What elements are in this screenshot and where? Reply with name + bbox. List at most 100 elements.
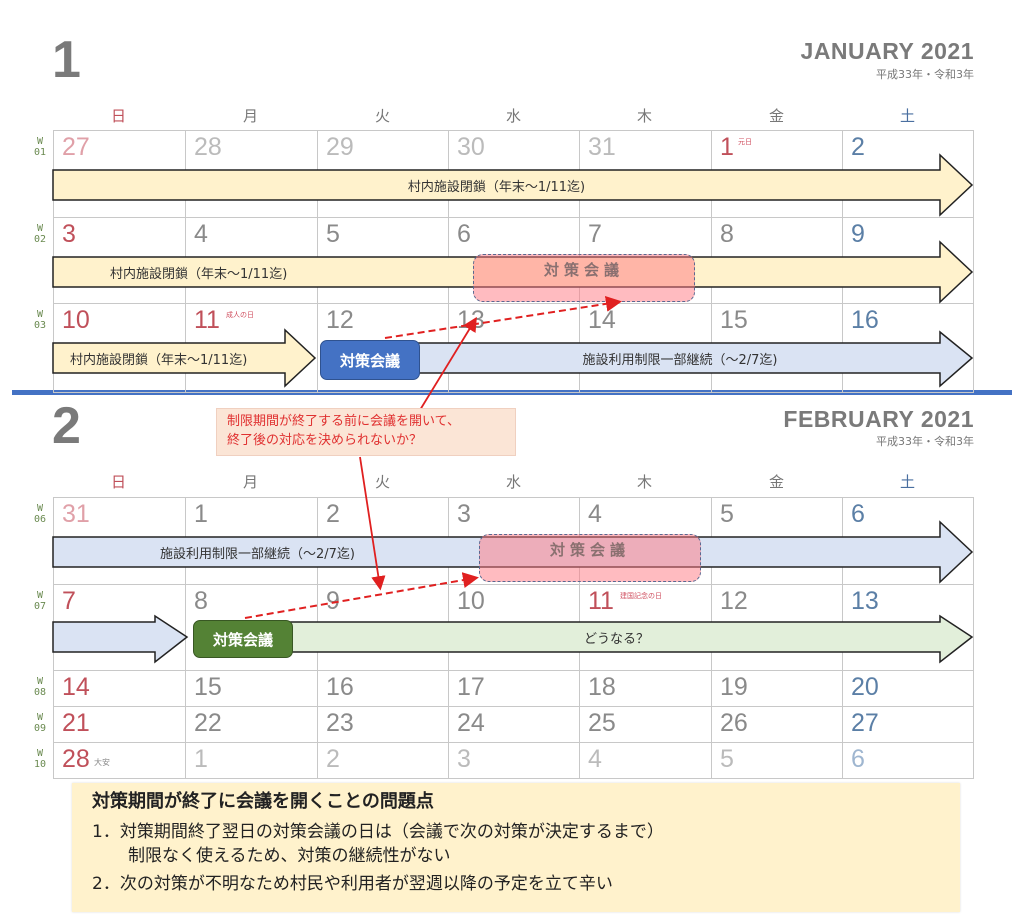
day-number: 2 [326, 500, 340, 528]
restriction-label-w03: 施設利用制限一部継続（～2/7迄) [582, 353, 778, 368]
day-number: 16 [851, 306, 879, 334]
next-arrow-w07 [279, 614, 974, 664]
day-number: 5 [720, 745, 734, 773]
week-prefix: W [36, 136, 44, 147]
day-number: 7 [588, 220, 602, 248]
closure-arrow-w01 [52, 153, 974, 217]
weekday-header: 金 [768, 107, 784, 125]
day-number: 18 [588, 673, 616, 701]
problem-note: 対策期間が終了に会議を開くことの問題点 1．対策期間終了翌日の対策会議の日は（会… [72, 783, 960, 912]
day-number: 8 [720, 220, 734, 248]
holiday-label: 元日 [738, 138, 752, 146]
day-cell: 12 [317, 303, 449, 392]
month-number-february: 2 [52, 397, 81, 455]
day-number: 26 [720, 709, 748, 737]
weekday-header: 火 [374, 473, 390, 491]
callout-pointer-down [359, 456, 386, 591]
day-number: 9 [326, 587, 340, 615]
day-cell: 3 [448, 742, 580, 778]
era-february: 平成33年・令和3年 [876, 435, 974, 448]
day-number: 11 [194, 306, 220, 334]
week-value: 02 [33, 234, 47, 245]
day-cell: 23 [317, 706, 449, 742]
day-cell: 27 [842, 706, 974, 742]
week-prefix: W [36, 223, 44, 234]
callout-line-1: 制限期間が終了する前に会議を開いて、 [227, 414, 460, 429]
day-number: 28 [194, 133, 222, 161]
day-cell: 1 [185, 742, 318, 778]
day-number: 23 [326, 709, 354, 737]
day-number: 6 [851, 500, 865, 528]
day-cell: 22 [185, 706, 318, 742]
weekday-header: 水 [505, 473, 521, 491]
day-cell: 21 [53, 706, 186, 742]
day-number: 4 [588, 500, 602, 528]
day-number: 25 [588, 709, 616, 737]
day-number: 24 [457, 709, 485, 737]
move-arrow-january [384, 295, 622, 339]
week-value: 08 [33, 687, 47, 698]
day-cell: 25 [579, 706, 712, 742]
day-cell: 19 [711, 670, 843, 706]
day-cell: 5 [711, 742, 843, 778]
day-number: 12 [720, 587, 748, 615]
day-number: 2 [851, 133, 865, 161]
day-number: 15 [720, 306, 748, 334]
day-cell: 14 [53, 670, 186, 706]
weekday-header: 日 [110, 107, 126, 125]
day-cell: 20 [842, 670, 974, 706]
week-value: 10 [33, 759, 47, 770]
day-number: 27 [62, 133, 90, 161]
weekday-header: 月 [242, 107, 258, 125]
day-number: 31 [62, 500, 90, 528]
day-cell: 29 [317, 130, 449, 217]
weekday-header: 水 [505, 107, 521, 125]
closure-label-w03: 村内施設閉鎖（年末～1/11迄) [70, 353, 248, 368]
era-january: 平成33年・令和3年 [876, 68, 974, 81]
day-cell: 13 [842, 584, 974, 670]
day-number: 8 [194, 587, 208, 615]
day-number: 22 [194, 709, 222, 737]
callout-line-2: 終了後の対応を決められないか？ [227, 433, 423, 448]
day-number: 7 [62, 587, 76, 615]
holiday-label: 建国記念の日 [620, 592, 662, 600]
callout-pointer-up [419, 316, 477, 411]
day-number: 11 [588, 587, 614, 615]
day-number: 13 [851, 587, 879, 615]
day-number: 9 [851, 220, 865, 248]
week-value: 06 [33, 514, 47, 525]
day-number: 28 [62, 745, 90, 773]
closure-arrow-w03 [52, 328, 317, 388]
restriction-label-w06: 施設利用制限一部継続（～2/7迄) [160, 547, 355, 562]
day-number: 19 [720, 673, 748, 701]
day-cell: 2 [317, 742, 449, 778]
note-item-1-line-1: 1．対策期間終了翌日の対策会議の日は（会議で次の対策が決定するまで） [92, 822, 664, 842]
callout-box: 制限期間が終了する前に会議を開いて、 終了後の対応を決められないか？ [216, 408, 516, 456]
day-cell: 17 [448, 670, 580, 706]
day-number: 31 [588, 133, 616, 161]
rokuyo-label: 大安 [94, 758, 110, 767]
note-item-1: 1．対策期間終了翌日の対策会議の日は（会議で次の対策が決定するまで）制限なく使え… [92, 820, 940, 868]
day-number: 6 [851, 745, 865, 773]
weekday-header: 日 [110, 473, 126, 491]
day-cell: 8 [185, 584, 318, 670]
day-number: 10 [457, 587, 485, 615]
day-cell: 28 大安 [53, 742, 186, 778]
weekday-header: 火 [374, 107, 390, 125]
month-number-january: 1 [52, 31, 81, 89]
day-number: 20 [851, 673, 879, 701]
week-value: 03 [33, 320, 47, 331]
day-number: 27 [851, 709, 879, 737]
day-number: 4 [194, 220, 208, 248]
month-title-february: FEBRUARY 2021 [783, 406, 974, 432]
holiday-label: 成人の日 [226, 311, 254, 319]
day-cell: 16 [317, 670, 449, 706]
day-number: 3 [457, 500, 471, 528]
weekday-header: 木 [636, 107, 652, 125]
week-prefix: W [36, 309, 44, 320]
day-number: 1 [194, 500, 208, 528]
closure-label-w01: 村内施設閉鎖（年末～1/11迄) [407, 180, 586, 195]
